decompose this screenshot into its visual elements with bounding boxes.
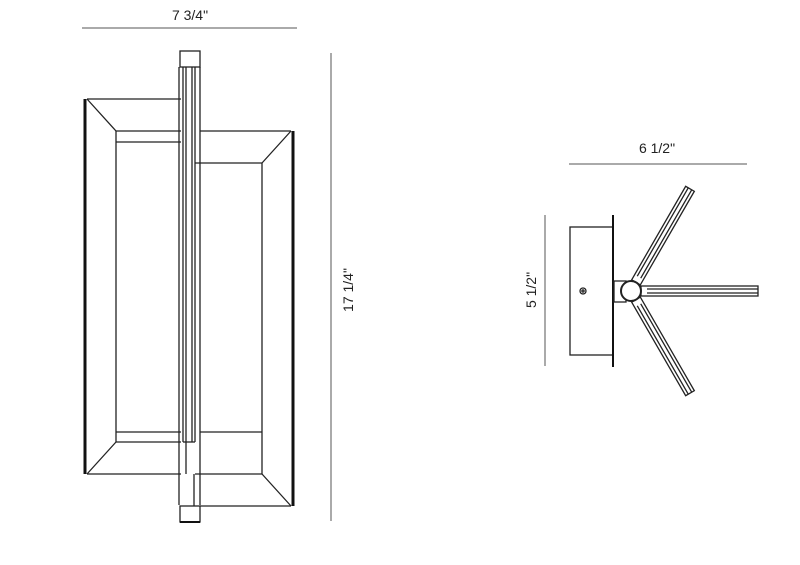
right-panel (195, 130, 295, 507)
screw-icon (579, 287, 587, 295)
side-depth-label: 6 1/2" (639, 140, 675, 156)
front-height-label: 17 1/4" (340, 268, 356, 312)
vertical-light-bar (178, 50, 201, 523)
pivot-hub (620, 280, 642, 302)
side-depth-dimension: 6 1/2" (569, 140, 747, 165)
front-width-label: 7 3/4" (172, 7, 208, 23)
front-width-dimension: 7 3/4" (82, 7, 297, 29)
arm-middle (640, 285, 759, 297)
side-view (569, 185, 759, 397)
arm-lower (630, 296, 696, 397)
front-view (83, 50, 295, 523)
side-height-dimension: 5 1/2" (523, 215, 546, 366)
arm-upper (630, 185, 696, 286)
side-height-label: 5 1/2" (523, 272, 539, 308)
left-panel (83, 98, 181, 475)
wall-plate (569, 226, 614, 356)
front-height-dimension: 17 1/4" (330, 53, 356, 521)
